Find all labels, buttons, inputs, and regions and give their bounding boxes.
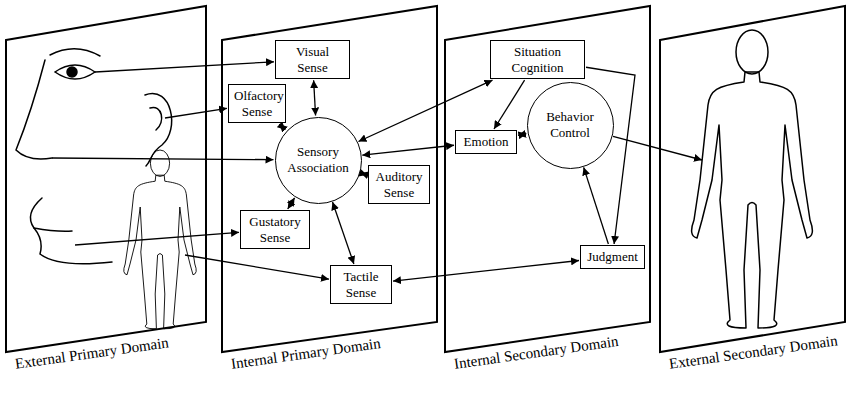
node-label: Gustatory Sense [246, 214, 304, 245]
sense-input-line [165, 108, 227, 118]
human-figure [692, 30, 813, 328]
domain-panel: External Secondary Domain [660, 0, 845, 396]
connector-arrow [393, 260, 579, 281]
connector-arrow [584, 167, 609, 244]
process-box: Auditory Sense [368, 165, 430, 204]
node-label: Situation Cognition [496, 44, 579, 75]
face-profile [16, 49, 172, 264]
domain-label: Internal Primary Domain [230, 326, 445, 373]
process-box: Gustatory Sense [240, 210, 310, 249]
process-circle: Behavior Control [527, 82, 614, 169]
connector-arrow [362, 145, 454, 155]
illustration-stroke [67, 67, 77, 77]
connector-arrow [518, 134, 526, 136]
sense-input-line [95, 62, 274, 72]
connector-arrow [288, 198, 295, 209]
sense-input-line [75, 232, 239, 245]
panel-outline [6, 6, 206, 352]
circle-content: Sensory Association [283, 144, 353, 175]
illustration-stroke [150, 150, 169, 176]
illustration-stroke [16, 60, 52, 159]
human-figure-small [124, 150, 196, 329]
process-box: Visual Sense [275, 40, 350, 79]
panel-outline [445, 6, 650, 352]
node-label: Emotion [461, 134, 511, 150]
domain-panel: Internal Secondary DomainSituation Cogni… [445, 0, 650, 396]
domain-panel: External Primary Domain [6, 0, 206, 396]
node-label: Auditory Sense [374, 169, 424, 200]
illustration-stroke [150, 107, 162, 130]
process-box: Tactile Sense [330, 265, 392, 304]
process-box: Judgment [580, 245, 645, 269]
panel-outline [222, 6, 437, 352]
sense-input-line [52, 158, 274, 160]
connector-arrow [279, 124, 285, 130]
node-label: Behavior Control [535, 109, 605, 140]
connector-arrow [494, 80, 525, 129]
panel-outline [660, 6, 845, 352]
illustration-stroke [50, 49, 100, 56]
illustration-stroke [55, 65, 95, 79]
panel-outline [6, 0, 206, 396]
circle-content: Behavior Control [535, 109, 605, 140]
illustration-stroke [736, 30, 768, 74]
node-label: Tactile Sense [336, 269, 386, 300]
node-label: Visual Sense [281, 44, 344, 75]
process-box: Emotion [455, 130, 517, 154]
node-label: Judgment [586, 249, 639, 265]
connector-arrow [361, 173, 367, 175]
illustration-stroke [34, 228, 112, 264]
node-label: Olfactory Sense [234, 88, 280, 119]
connector-arrow [314, 80, 316, 115]
domain-panel: Internal Primary DomainVisual SenseOlfac… [222, 0, 437, 396]
output-line [613, 136, 702, 160]
domain-label: Internal Secondary Domain [453, 327, 658, 372]
process-circle: Sensory Association [275, 117, 362, 204]
node-label: Sensory Association [283, 144, 353, 175]
connector-arrow [333, 202, 354, 264]
process-box: Olfactory Sense [228, 84, 286, 123]
illustration-stroke [124, 175, 196, 329]
illustration-stroke [692, 72, 813, 328]
illustration-stroke [30, 198, 72, 231]
process-box: Situation Cognition [490, 40, 585, 79]
